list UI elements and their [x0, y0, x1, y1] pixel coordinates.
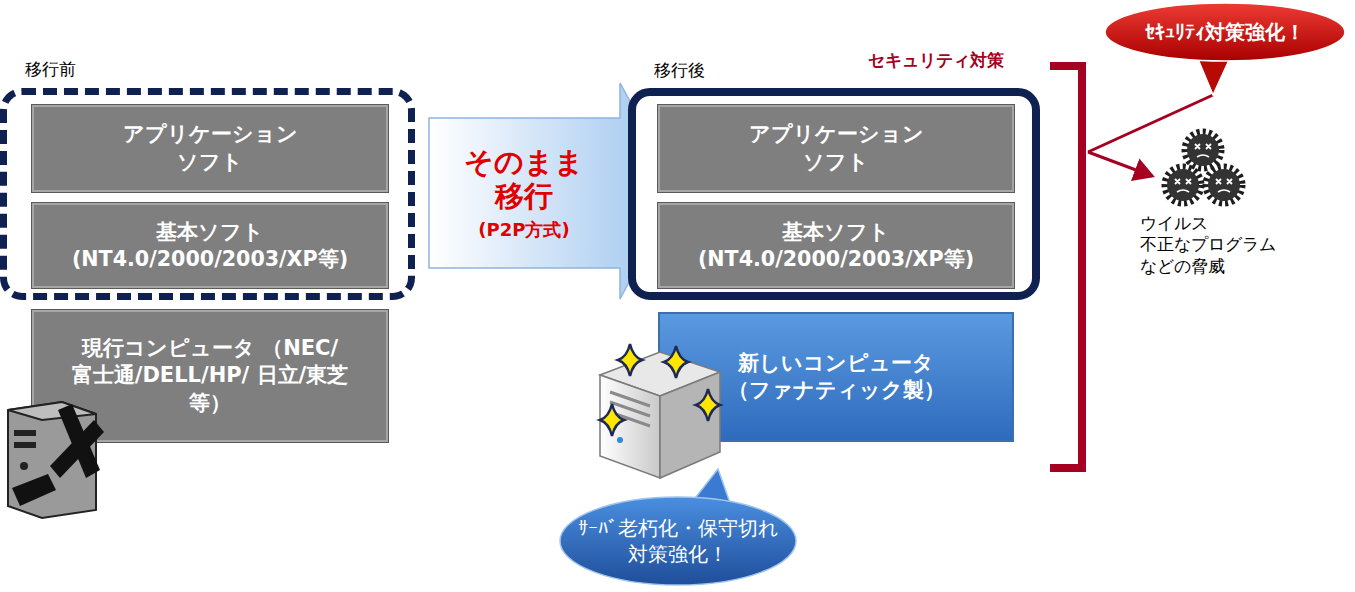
bracket-heading: セキュリティ対策: [868, 49, 1004, 72]
callout-bubble: ｾｷｭﾘﾃｨ対策強化！: [1105, 3, 1345, 61]
target-system-group: 移行後アプリケーション ソフト基本ソフト (NT4.0/2000/2003/XP…: [628, 88, 1040, 300]
box-label: 新しいコンピュータ （ファナティック製）: [706, 350, 966, 405]
box-label: ｻｰﾊﾞ老朽化・保守切れ 対策強化！: [571, 515, 786, 567]
software-box: アプリケーション ソフト: [658, 105, 1014, 192]
virus-icon: [1185, 132, 1221, 168]
group-heading: 移行後: [654, 59, 705, 81]
virus-icon: [1165, 167, 1201, 203]
box-label: 基本ソフト (NT4.0/2000/2003/XP等): [35, 219, 385, 273]
callout-oval: ｻｰﾊﾞ老朽化・保守切れ 対策強化！: [560, 497, 796, 585]
oval-shape: [560, 497, 796, 585]
source-system-group: 移行前アプリケーション ソフト基本ソフト (NT4.0/2000/2003/XP…: [0, 88, 415, 300]
software-box: 基本ソフト (NT4.0/2000/2003/XP等): [658, 203, 1014, 288]
group-heading: 移行前: [25, 58, 76, 80]
software-box: アプリケーション ソフト: [32, 105, 388, 192]
old-computer-icon: [8, 402, 104, 518]
box-label: (P2P方式): [478, 218, 569, 241]
box-label: アプリケーション ソフト: [736, 121, 936, 176]
box-label: 現行コンピュータ （NEC/富士通/DELL/HP/ 日立/東芝 等）: [60, 335, 360, 417]
box-label: そのまま 移行: [454, 145, 594, 215]
box-label: ｾｷｭﾘﾃｨ対策強化！: [1145, 19, 1305, 45]
software-box: 基本ソフト (NT4.0/2000/2003/XP等): [32, 203, 388, 288]
virus-icon: [1206, 167, 1242, 203]
threat-note: ウイルス 不正なプログラム などの脅威: [1140, 213, 1285, 277]
box-label: アプリケーション ソフト: [110, 121, 310, 176]
box-label: 基本ソフト (NT4.0/2000/2003/XP等): [661, 219, 1011, 273]
